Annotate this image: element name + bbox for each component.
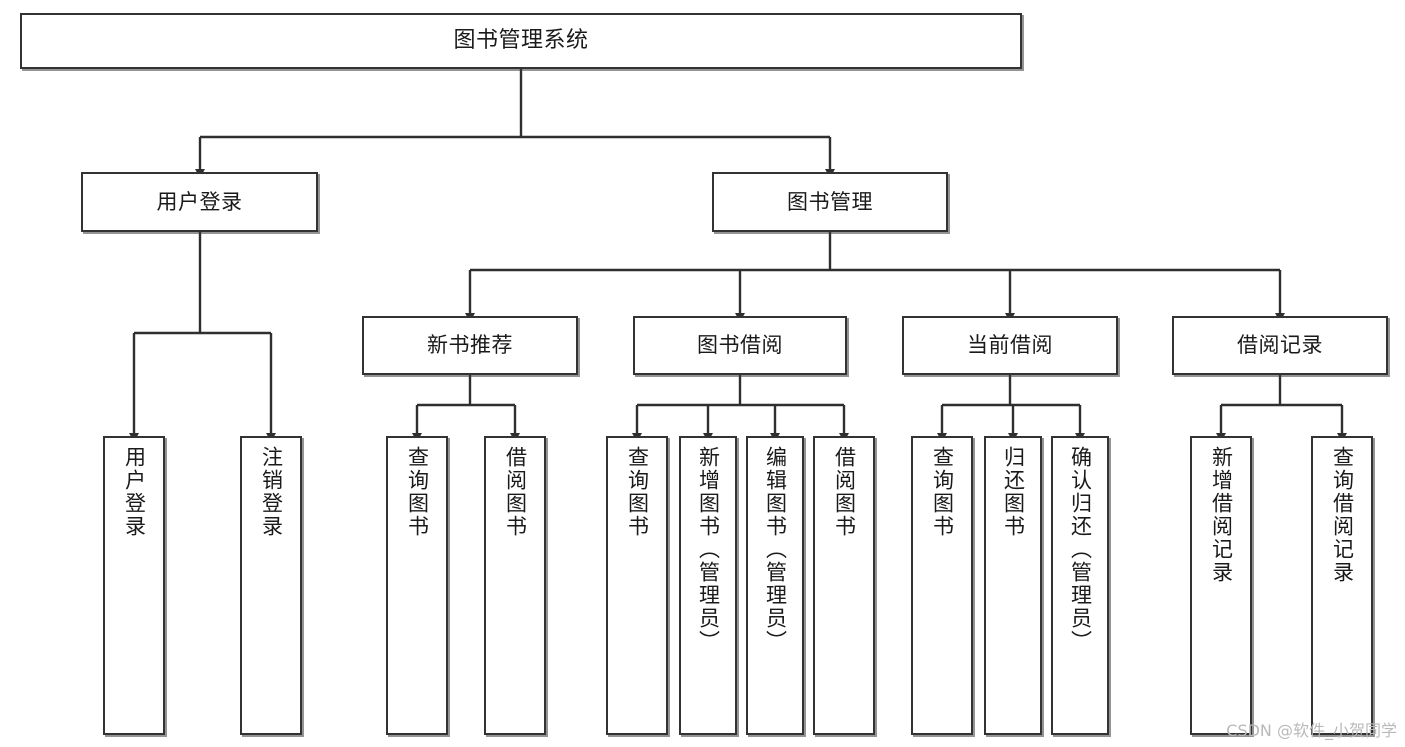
node-new-book-rec[interactable]: 新书推荐 [362, 316, 578, 375]
node-book-manage[interactable]: 图书管理 [712, 172, 948, 232]
node-leaf-cb-confirm[interactable]: 确认归还（管理员） [1051, 436, 1109, 735]
node-label: 查询图书 [930, 446, 955, 538]
node-leaf-cb-query[interactable]: 查询图书 [911, 436, 973, 735]
node-label: 图书管理 [787, 189, 873, 214]
node-leaf-rec-borrow[interactable]: 借阅图书 [484, 436, 546, 735]
node-leaf-br-add[interactable]: 新增借阅记录 [1190, 436, 1252, 735]
node-root[interactable]: 图书管理系统 [20, 13, 1022, 69]
node-label: 归还图书 [1001, 446, 1026, 538]
node-leaf-bb-add[interactable]: 新增图书（管理员） [679, 436, 737, 735]
node-label: 用户登录 [156, 189, 243, 214]
node-label: 图书借阅 [697, 333, 783, 358]
node-book-borrow[interactable]: 图书借阅 [633, 316, 847, 375]
watermark-text: CSDN @软件_小贺同学 [1226, 721, 1397, 740]
node-label: 查询图书 [625, 446, 650, 538]
node-label: 借阅图书 [503, 446, 528, 538]
node-label: 当前借阅 [967, 333, 1053, 358]
node-label: 注销登录 [259, 446, 284, 538]
node-leaf-cb-return[interactable]: 归还图书 [984, 436, 1042, 735]
node-label: 用户登录 [122, 446, 147, 538]
node-leaf-rec-query[interactable]: 查询图书 [386, 436, 448, 735]
node-leaf-bb-query[interactable]: 查询图书 [606, 436, 668, 735]
node-user-login[interactable]: 用户登录 [81, 172, 318, 232]
node-label: 查询图书 [405, 446, 430, 538]
node-label: 确认归还（管理员） [1068, 446, 1093, 653]
node-borrow-record[interactable]: 借阅记录 [1172, 316, 1388, 375]
node-leaf-user-login[interactable]: 用户登录 [103, 436, 165, 735]
node-label: 新书推荐 [427, 333, 513, 358]
node-label: 借阅图书 [832, 446, 857, 538]
node-leaf-bb-edit[interactable]: 编辑图书（管理员） [746, 436, 804, 735]
node-label: 图书管理系统 [453, 28, 589, 54]
node-leaf-user-logout[interactable]: 注销登录 [240, 436, 302, 735]
node-label: 编辑图书（管理员） [763, 446, 788, 653]
node-leaf-bb-borrow[interactable]: 借阅图书 [813, 436, 875, 735]
node-label: 借阅记录 [1237, 333, 1323, 358]
node-label: 查询借阅记录 [1330, 446, 1355, 584]
node-label: 新增借阅记录 [1209, 446, 1234, 584]
node-current-borrow[interactable]: 当前借阅 [902, 316, 1118, 375]
node-leaf-br-query[interactable]: 查询借阅记录 [1311, 436, 1373, 735]
node-label: 新增图书（管理员） [696, 446, 721, 653]
